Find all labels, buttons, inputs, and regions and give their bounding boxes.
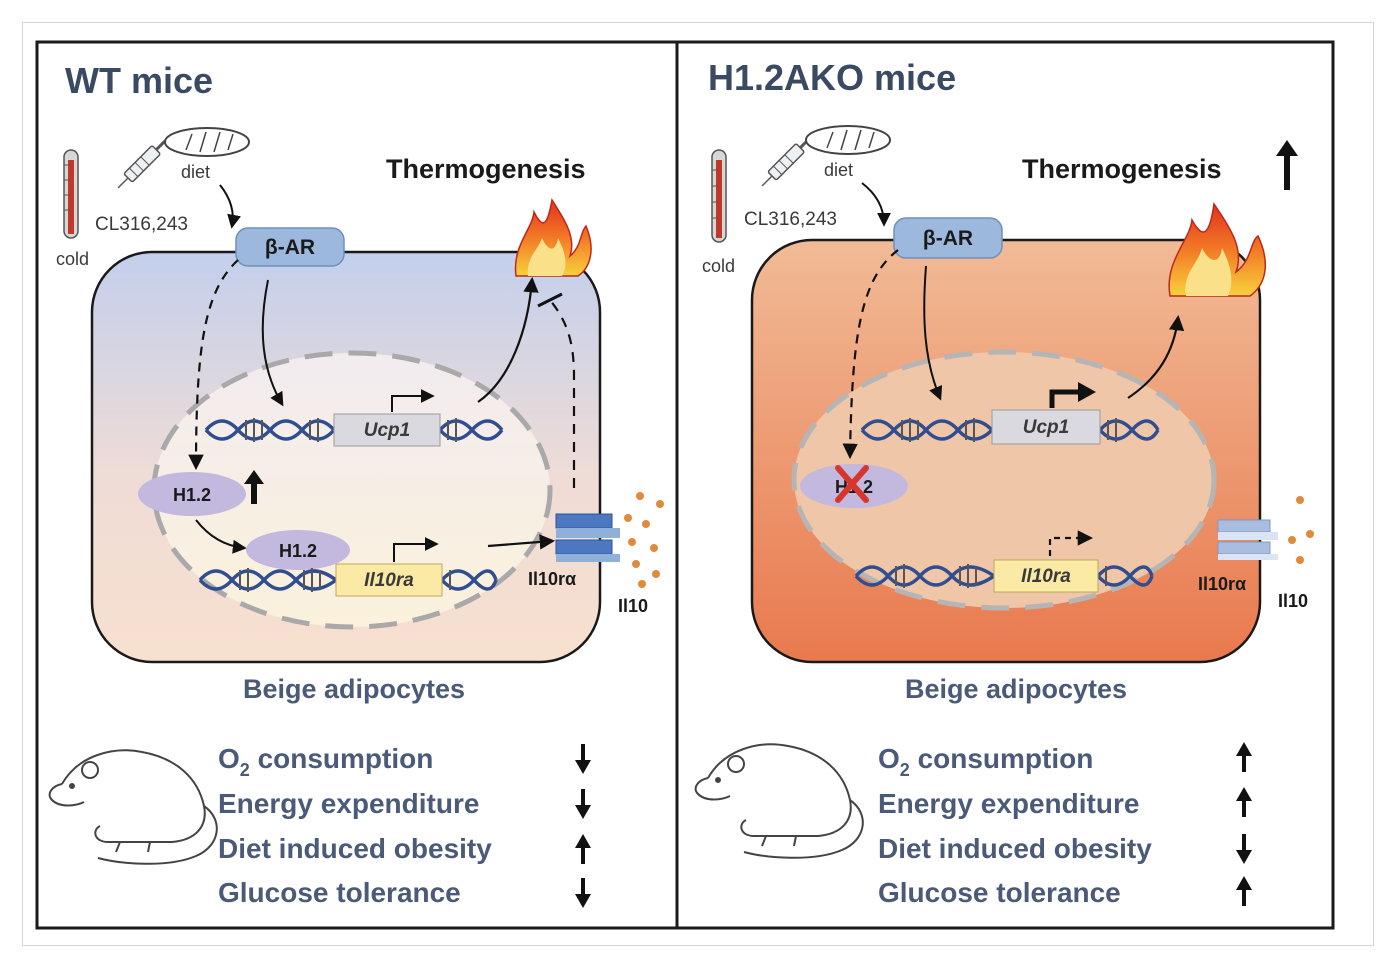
arrow-down-icon (1236, 834, 1252, 864)
ko-dna-il10ra (854, 565, 1154, 587)
inhibition-x-icon (835, 465, 869, 503)
wt-h12-bound-label: H1.2 (279, 541, 317, 561)
mouse-icon (48, 749, 218, 865)
ko-outcome-energy: Energy expenditure (878, 788, 1139, 819)
ko-title: H1.2AKO mice (708, 57, 956, 98)
wt-outcome-glucose: Glucose tolerance (218, 877, 461, 908)
wt-gene-il10ra-label: Il10ra (364, 570, 414, 591)
ko-outcome-o2: O2 consumption (878, 743, 1093, 780)
ko-outcome-obesity: Diet induced obesity (878, 833, 1152, 864)
ko-outcome-arrows (1236, 742, 1252, 906)
ko-diet-label: diet (824, 160, 853, 180)
wt-il10-ligands (624, 492, 664, 588)
thermometer-icon (711, 149, 727, 243)
syringe-icon (117, 140, 166, 189)
wt-diet-label: diet (181, 162, 210, 182)
syringe-icon (761, 138, 810, 187)
bread-icon (805, 125, 891, 155)
ko-drug-label: CL316,243 (744, 209, 837, 230)
ko-il10ra-receptor (1217, 519, 1278, 560)
wt-h12-bound (246, 530, 350, 570)
wt-outcome-energy: Energy expenditure (218, 788, 479, 819)
arrow-down-icon (575, 789, 591, 819)
flame-icon (514, 197, 592, 277)
wt-drug-label: CL316,243 (95, 214, 188, 235)
ko-panel-border (675, 40, 1335, 930)
ko-il10-label: Il10 (1278, 591, 1308, 611)
wt-thermogenesis: Thermogenesis (386, 154, 586, 184)
thermometer-icon (63, 149, 79, 239)
ko-il10ra-label: Il10rα (1198, 574, 1246, 594)
wt-cold-label: cold (56, 249, 89, 269)
wt-h12-protein (138, 472, 246, 516)
ko-cold-label: cold (702, 256, 735, 276)
wt-gene-ucp1-label: Ucp1 (364, 420, 410, 441)
ko-gene-ucp1-label: Ucp1 (1023, 417, 1069, 438)
arrow-up-icon (1236, 742, 1252, 772)
bread-icon (164, 127, 250, 157)
ko-outcome-glucose: Glucose tolerance (878, 877, 1121, 908)
wt-dna-ucp1 (204, 419, 504, 441)
wt-beta-ar-label: β-AR (265, 236, 315, 259)
ko-panel: H1.2AKO mice cold diet CL316,243 (694, 57, 1314, 908)
wt-gene-il10ra (335, 563, 443, 597)
wt-beta-ar-receptor (235, 227, 345, 267)
wt-outcome-arrows (575, 744, 591, 908)
arrow-up-icon (575, 834, 591, 864)
wt-gene-ucp1 (333, 413, 441, 447)
ko-il10-ligands (1288, 496, 1314, 564)
ko-beta-ar-label: β-AR (923, 227, 973, 250)
ko-gene-il10ra (993, 559, 1099, 593)
wt-cell-type: Beige adipocytes (243, 674, 465, 704)
wt-outcome-obesity: Diet induced obesity (218, 833, 492, 864)
wt-outcome-o2: O2 consumption (218, 743, 433, 780)
arrow-up-icon (1276, 140, 1298, 190)
ko-dna-ucp1 (860, 419, 1160, 441)
ko-gene-ucp1 (991, 409, 1101, 445)
flame-icon (1168, 202, 1267, 297)
arrow-up-icon (1236, 787, 1252, 817)
mouse-icon (694, 743, 864, 859)
wt-outcomes: O2 consumption Energy expenditure Diet i… (218, 743, 492, 908)
ko-beta-ar-receptor (893, 217, 1003, 259)
arrow-down-icon (575, 878, 591, 908)
ko-nucleus (791, 349, 1217, 611)
wt-il10ra-receptor (555, 513, 620, 562)
ko-thermogenesis: Thermogenesis (1022, 154, 1222, 184)
wt-dna-il10ra (198, 569, 498, 591)
arrow-up-icon (1236, 876, 1252, 906)
ko-cell-type: Beige adipocytes (905, 674, 1127, 704)
ko-outcomes: O2 consumption Energy expenditure Diet i… (878, 743, 1152, 908)
wt-h12-label: H1.2 (173, 485, 211, 505)
wt-il10ra-label: Il10rα (528, 569, 576, 589)
wt-title: WT mice (65, 60, 213, 101)
wt-il10-label: Il10 (618, 596, 648, 616)
wt-panel: WT mice cold diet CL3 (48, 60, 664, 908)
ko-gene-il10ra-label: Il10ra (1021, 566, 1071, 587)
arrow-down-icon (575, 744, 591, 774)
